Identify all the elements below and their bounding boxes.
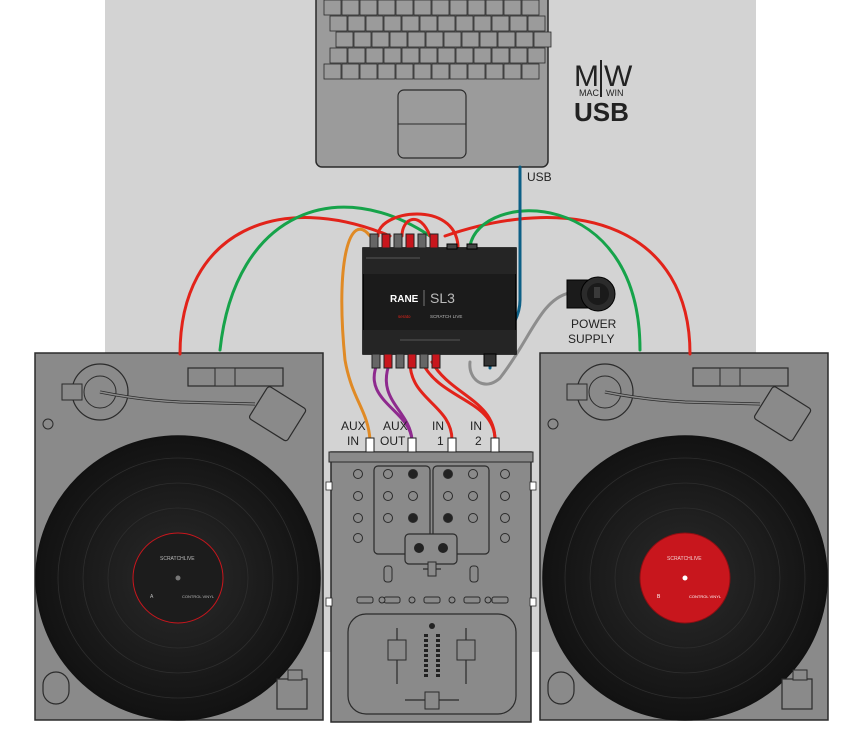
cable-right-turntable-red (443, 216, 692, 356)
usb-logo-text: USB (574, 97, 629, 127)
laptop-keyboard (323, 0, 552, 80)
mixer-channel-right-panel (432, 465, 490, 555)
crossfader[interactable] (424, 691, 440, 710)
mac-letter: M (574, 60, 599, 93)
sl3-model: SL3 (430, 290, 455, 306)
left-turntable: SCRATCHLIVE A CONTROL VINYL (34, 352, 324, 721)
win-letter: W (604, 60, 633, 93)
aux-in-label-1: AUX (341, 419, 366, 433)
cable-right-ground-green (468, 209, 642, 352)
aux-in-label-2: IN (347, 434, 359, 448)
mixer-input-jacks (365, 437, 500, 453)
right-label-caption: CONTROL VINYL (689, 594, 722, 599)
in2-label-1: IN (470, 419, 482, 433)
mixer-input-labels: AUX IN AUX OUT IN 1 IN 2 (341, 419, 482, 448)
level-meter (424, 634, 440, 677)
power-supply-label-1: POWER (571, 317, 617, 331)
usb-cable-label: USB (527, 170, 552, 184)
left-label-caption: CONTROL VINYL (182, 594, 215, 599)
in1-label-2: 1 (437, 434, 444, 448)
mixer-fader-panel (347, 613, 517, 715)
mixer-knobs (353, 469, 510, 543)
power-supply (566, 276, 616, 312)
right-label-side: B (657, 594, 661, 600)
cable-aux-in-orange (340, 227, 372, 442)
right-turntable: SCRATCHLIVE B CONTROL VINYL (539, 352, 829, 721)
cables (178, 165, 692, 442)
mac-win-usb-logo: M W MAC WIN USB (574, 60, 633, 127)
channel-fader-left[interactable] (387, 639, 407, 661)
win-label: WIN (606, 88, 624, 98)
power-supply-label-2: SUPPLY (568, 332, 614, 346)
aux-out-label-1: AUX (383, 419, 408, 433)
right-label-brand: SCRATCHLIVE (667, 556, 702, 562)
cable-power-gray (468, 291, 571, 386)
cable-in1-red (408, 360, 454, 442)
left-label-brand: SCRATCHLIVE (160, 556, 195, 562)
cable-left-turntable-red (178, 216, 392, 356)
mac-label: MAC (579, 88, 600, 98)
mixer-switch-row (356, 596, 509, 604)
dj-mixer (325, 451, 537, 723)
channel-fader-right[interactable] (456, 639, 476, 661)
sl3-brand: RANE (390, 294, 419, 305)
in1-label-1: IN (432, 419, 444, 433)
left-label-side: A (150, 594, 154, 600)
sl3-interface: RANE SL3 serato SCRATCH LIVE (362, 233, 517, 369)
in2-label-2: 2 (475, 434, 482, 448)
sl3-software: SCRATCH LIVE (430, 314, 462, 319)
mixer-channel-left-panel (373, 465, 431, 555)
laptop (315, 0, 552, 168)
sl3-partner: serato (398, 314, 411, 319)
aux-out-label-2: OUT (380, 434, 406, 448)
